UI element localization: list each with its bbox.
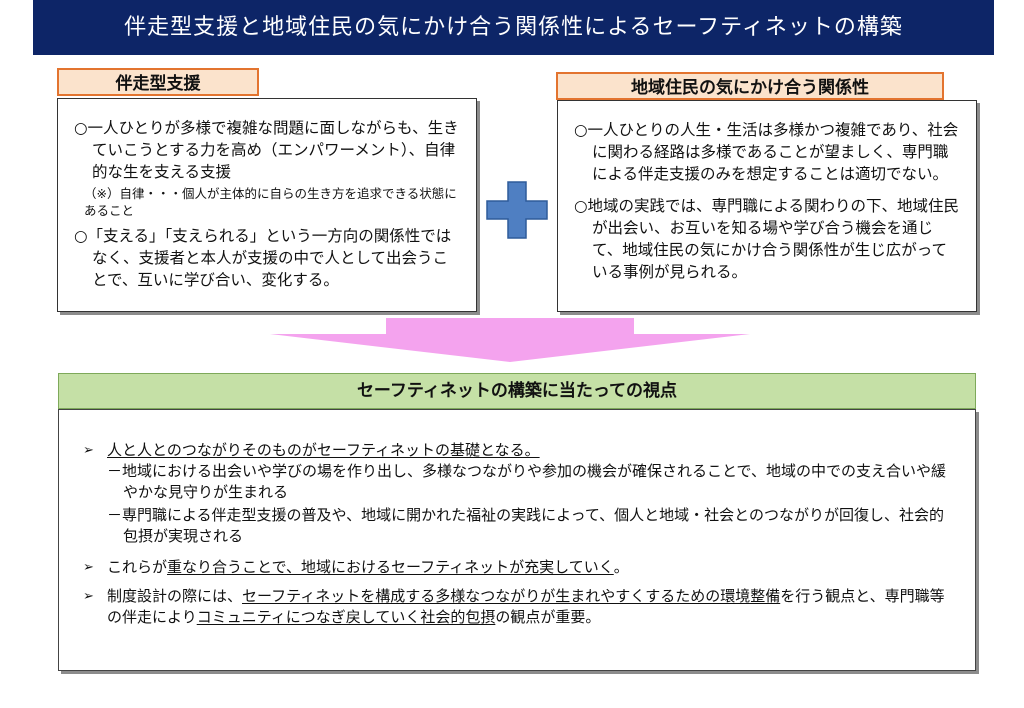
perspective-bullet-3-c: を行う観点と、専門職等の伴走により bbox=[107, 587, 945, 626]
left-label: 伴走型支援 bbox=[57, 68, 259, 96]
right-label: 地域住民の気にかけ合う関係性 bbox=[556, 72, 944, 100]
down-arrow-icon bbox=[270, 318, 750, 362]
perspective-bullet-2-pre: これらが bbox=[107, 558, 168, 576]
left-note: （※）自律・・・個人が主体的に自らの生き方を追求できる状態にあること bbox=[84, 186, 457, 218]
perspective-bullet-3-a: 制度設計の際には、 bbox=[107, 587, 243, 605]
bullet-arrow-icon: ➢ bbox=[83, 560, 94, 575]
perspective-header: セーフティネットの構築に当たっての視点 bbox=[58, 373, 976, 409]
perspective-bullet-3-b: セーフティネットを構成する多様なつながりが生まれやすくするための環境整備 bbox=[242, 587, 781, 605]
left-box: ○一人ひとりが多様で複雑な問題に面しながらも、生きていこうとする力を高め（エンパ… bbox=[57, 98, 477, 312]
perspective-bullet-3-d: コミュニティにつなぎ戻していく社会的包摂 bbox=[196, 608, 496, 626]
bullet-arrow-icon: ➢ bbox=[83, 589, 94, 604]
perspective-bullet-3: ➢ 制度設計の際には、セーフティネットを構成する多様なつながりが生まれやすくする… bbox=[83, 586, 951, 628]
perspective-bullet-2-underlined: 重なり合うことで、地域におけるセーフティネットが充実していく bbox=[167, 558, 614, 576]
perspective-bullet-1-text: 人と人とのつながりそのものがセーフティネットの基礎となる。 bbox=[107, 441, 540, 459]
page-title: 伴走型支援と地域住民の気にかけ合う関係性によるセーフティネットの構築 bbox=[33, 0, 994, 55]
perspective-bullet-1-sub-1: －地域における出会いや学びの場を作り出し、多様なつながりや参加の機会が確保される… bbox=[107, 462, 946, 501]
right-box: ○一人ひとりの人生・生活は多様かつ複雑であり、社会に関わる経路は多様であることが… bbox=[557, 100, 977, 312]
right-item-1: ○一人ひとりの人生・生活は多様かつ複雑であり、社会に関わる経路は多様であることが… bbox=[574, 121, 959, 183]
perspective-bullet-2: ➢ これらが重なり合うことで、地域におけるセーフティネットが充実していく。 bbox=[83, 557, 951, 578]
plus-icon bbox=[486, 181, 548, 239]
right-item-2: ○地域の実践では、専門職による関わりの下、地域住民が出会い、お互いを知る場や学び… bbox=[574, 197, 960, 281]
perspective-box: ➢ 人と人とのつながりそのものがセーフティネットの基礎となる。 －地域における出… bbox=[58, 409, 976, 671]
perspective-bullet-1-sub-2: －専門職による伴走型支援の普及や、地域に開かれた福祉の実践によって、個人と地域・… bbox=[107, 506, 945, 545]
perspective-bullet-3-e: の観点が重要。 bbox=[495, 608, 601, 626]
left-item-2: ○「支える」「支えられる」という一方向の関係性ではなく、支援者と本人が支援の中で… bbox=[74, 227, 452, 289]
perspective-bullet-2-post: 。 bbox=[613, 558, 629, 576]
perspective-bullet-1: ➢ 人と人とのつながりそのものがセーフティネットの基礎となる。 －地域における出… bbox=[83, 440, 951, 549]
left-item-1: ○一人ひとりが多様で複雑な問題に面しながらも、生きていこうとする力を高め（エンパ… bbox=[74, 119, 459, 181]
bullet-arrow-icon: ➢ bbox=[83, 443, 94, 458]
